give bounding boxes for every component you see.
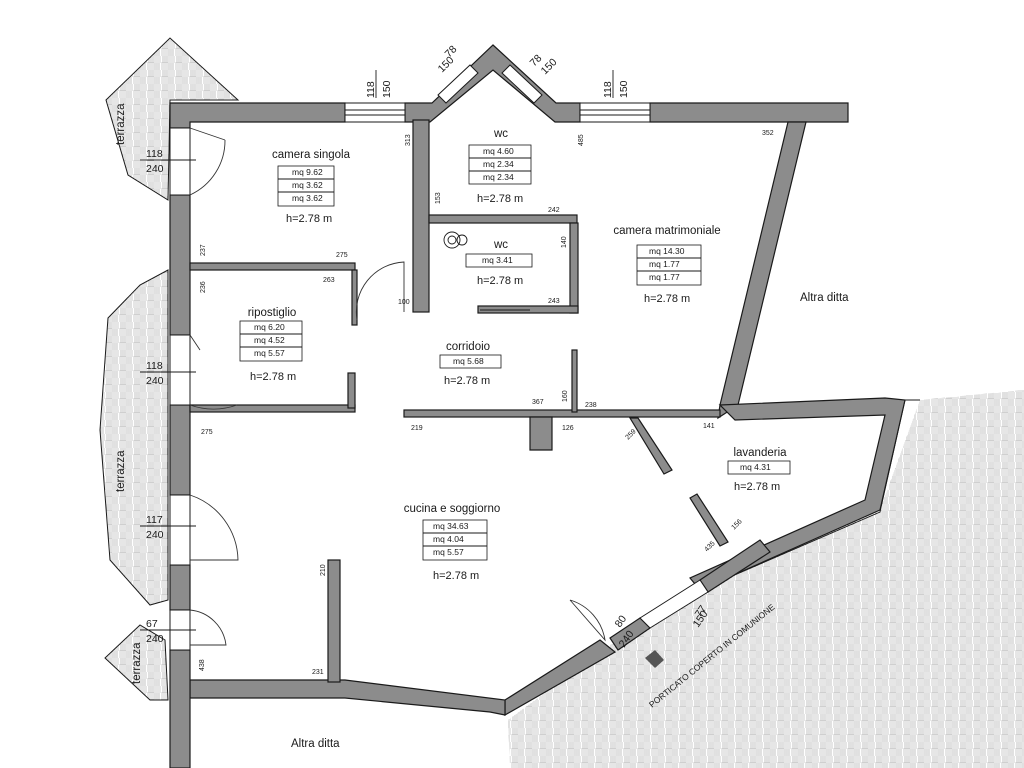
area-1: mq 3.41	[482, 255, 513, 265]
area-1: mq 9.62	[292, 167, 323, 177]
room-cucina-soggiorno: cucina e soggiorno mq 34.63 mq 4.04 mq 5…	[404, 503, 501, 582]
room-name: camera matrimoniale	[613, 225, 720, 237]
dim-label: 100	[398, 299, 410, 306]
height-label: h=2.78 m	[250, 371, 296, 383]
dim-label: 259	[624, 428, 637, 441]
dim-label: 240	[146, 163, 164, 175]
area-3: mq 2.34	[483, 172, 514, 182]
area-2: mq 4.04	[433, 534, 464, 544]
room-corridoio: corridoio mq 5.68 h=2.78 m	[439, 341, 502, 387]
dim-label: 210	[320, 564, 327, 576]
area-1: mq 34.63	[433, 521, 469, 531]
area-3: mq 5.57	[254, 348, 285, 358]
area-1: mq 6.20	[254, 322, 285, 332]
dim-label: 240	[146, 529, 164, 541]
area-2: mq 2.34	[483, 159, 514, 169]
dim-label: 118	[146, 148, 163, 160]
dim-label: 275	[336, 252, 348, 259]
room-name: wc	[493, 128, 508, 140]
dim-label: 275	[201, 429, 213, 436]
terrazza-mid-label: terrazza	[115, 450, 127, 492]
room-camera-matrimoniale: camera matrimoniale mq 14.30 mq 1.77 mq …	[613, 225, 720, 305]
dim-label: 238	[585, 402, 597, 409]
dim-label: 485	[578, 134, 585, 146]
walls	[169, 44, 906, 768]
height-label: h=2.78 m	[477, 275, 523, 287]
room-ripostiglio: ripostiglio mq 6.20 mq 4.52 mq 5.57 h=2.…	[239, 307, 303, 383]
area-3: mq 5.57	[433, 547, 464, 557]
dim-label: 153	[435, 192, 442, 204]
area-2: mq 1.77	[649, 259, 680, 269]
dim-label: 150	[618, 80, 630, 98]
dim-label: 242	[548, 207, 560, 214]
dim-label: 240	[146, 375, 164, 387]
area-3: mq 1.77	[649, 272, 680, 282]
height-label: h=2.78 m	[286, 213, 332, 225]
room-name: corridoio	[446, 341, 490, 353]
dim-label: 156	[730, 518, 743, 531]
dim-label: 237	[200, 244, 207, 256]
room-wc-2: wc mq 3.41 h=2.78 m	[465, 239, 533, 287]
dim-label: 140	[561, 236, 568, 248]
dim-label: 118	[365, 81, 377, 98]
dim-label: 117	[146, 514, 163, 526]
height-label: h=2.78 m	[734, 481, 780, 493]
dim-label: 236	[200, 281, 207, 293]
room-name: ripostiglio	[248, 307, 297, 319]
dim-label: 263	[323, 277, 335, 284]
area-2: mq 4.52	[254, 335, 285, 345]
area-1: mq 14.30	[649, 246, 685, 256]
dim-label: 118	[602, 81, 614, 98]
room-camera-singola: camera singola mq 9.62 mq 3.62 mq 3.62 h…	[272, 149, 351, 225]
room-name: camera singola	[272, 149, 351, 161]
dim-label: 352	[762, 130, 774, 137]
dim-label: 435	[703, 540, 716, 553]
room-name: wc	[493, 239, 508, 251]
wc-fixture	[443, 231, 530, 311]
dim-label: 438	[199, 659, 206, 671]
height-label: h=2.78 m	[644, 293, 690, 305]
altra-ditta-right-label: Altra ditta	[800, 292, 849, 304]
height-label: h=2.78 m	[477, 193, 523, 205]
terrace-bottom-left	[104, 624, 169, 701]
dim-label: 219	[411, 425, 423, 432]
room-name: lavanderia	[733, 447, 787, 459]
dim-label: 150	[381, 80, 393, 98]
terrazza-bottom-label: terrazza	[131, 642, 143, 684]
dim-label: 243	[548, 298, 560, 305]
terrazza-top-label: terrazza	[115, 103, 127, 145]
dim-label: 231	[312, 669, 324, 676]
height-label: h=2.78 m	[433, 570, 479, 582]
area-1: mq 5.68	[453, 356, 484, 366]
dim-label: 118	[146, 360, 163, 372]
area-2: mq 3.62	[292, 180, 323, 190]
area-1: mq 4.31	[740, 462, 771, 472]
area-1: mq 4.60	[483, 146, 514, 156]
windows	[169, 64, 709, 651]
room-wc-1: wc mq 4.60 mq 2.34 mq 2.34 h=2.78 m	[468, 128, 532, 205]
room-name: cucina e soggiorno	[404, 503, 501, 515]
dim-label: 240	[146, 633, 164, 645]
dim-label: 367	[532, 399, 544, 406]
room-lavanderia: lavanderia mq 4.31 h=2.78 m	[727, 447, 791, 493]
doors	[189, 127, 664, 668]
dim-label: 141	[703, 423, 715, 430]
dim-label: 126	[562, 425, 574, 432]
height-label: h=2.78 m	[444, 375, 490, 387]
dim-label: 160	[562, 390, 569, 402]
dim-label: 67	[146, 618, 158, 630]
terrace-top-left	[105, 37, 240, 201]
terrace-left	[99, 269, 169, 606]
altra-ditta-bottom-label: Altra ditta	[291, 738, 340, 750]
dim-label: 313	[405, 134, 412, 146]
area-3: mq 3.62	[292, 193, 323, 203]
